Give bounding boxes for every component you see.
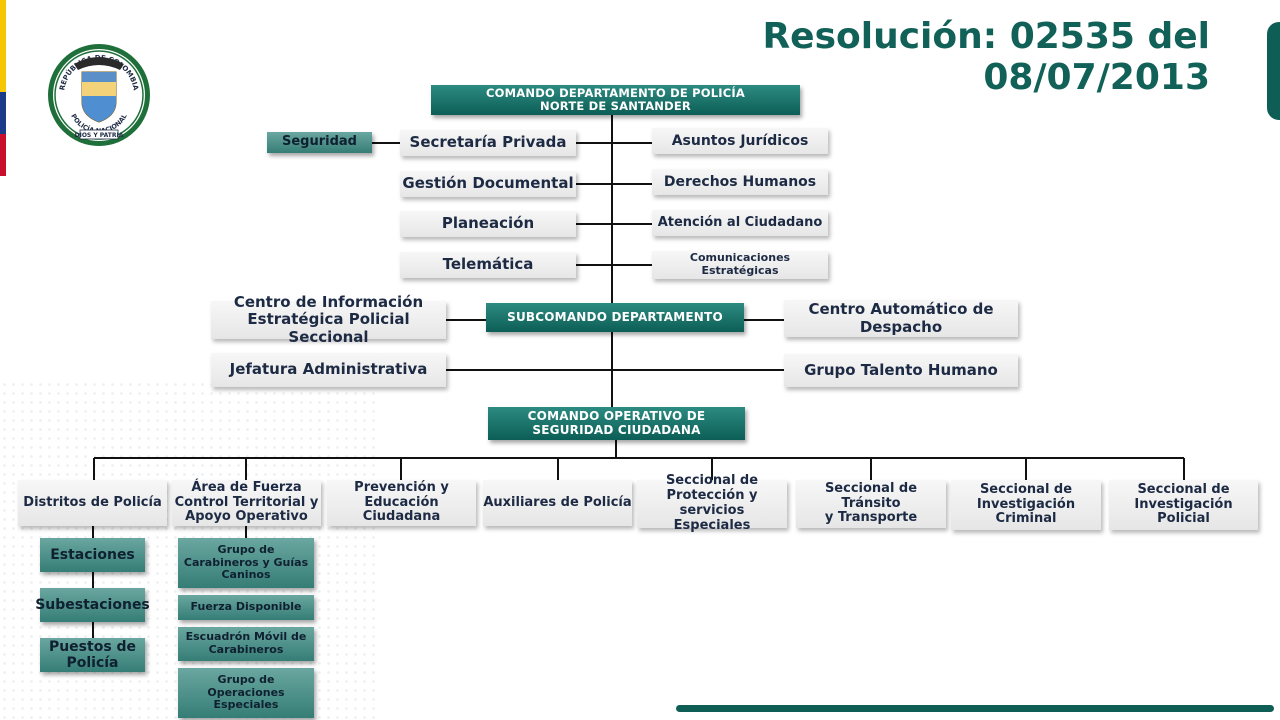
staff-right-label: Atención al Ciudadano [657, 214, 823, 230]
distritos-child-label: Subestaciones [35, 596, 150, 613]
staff-left-label: Secretaría Privada [409, 133, 567, 152]
staff-right-juridicos: Asuntos Jurídicos [652, 128, 828, 154]
staff-right-comunicaciones: Comunicaciones Estratégicas [652, 251, 828, 279]
staff-left-label: Planeación [441, 214, 535, 233]
unit-label: Área de Fuerza Control Territorial y Apo… [174, 479, 319, 525]
comando-operativo-box: COMANDO OPERATIVO DE SEGURIDAD CIUDADANA [488, 407, 745, 440]
area-child-label: Grupo de Carabineros y Guías Caninos [183, 543, 309, 582]
centro-informacion-box: Centro de Información Estratégica Polici… [211, 294, 446, 345]
staff-left-gestion: Gestión Documental [400, 171, 576, 197]
comando-operativo-label: COMANDO OPERATIVO DE SEGURIDAD CIUDADANA [527, 408, 706, 437]
area-child-label: Grupo de Operaciones Especiales [207, 673, 285, 712]
distritos-child-subestaciones: Subestaciones [35, 588, 150, 622]
seguridad-label: Seguridad [282, 134, 357, 150]
unit-prevencion: Prevención y Educación Ciudadana [327, 480, 476, 526]
staff-right-label: Asuntos Jurídicos [671, 132, 809, 149]
unit-label: Distritos de Policía [23, 494, 162, 510]
unit-distritos: Distritos de Policía [18, 480, 167, 526]
flag-blue-stripe [0, 92, 6, 134]
staff-right-label: Comunicaciones Estratégicas [689, 251, 791, 277]
logo-motto-text: DIOS Y PATRIA [75, 132, 124, 139]
unit-label: Prevención y Educación Ciudadana [354, 479, 449, 525]
unit-label: Seccional de Investigación Criminal [976, 481, 1076, 527]
talento-humano-label: Grupo Talento Humano [804, 360, 998, 379]
area-child-label: Escuadrón Móvil de Carabineros [185, 630, 307, 656]
staff-right-ddhh: Derechos Humanos [652, 169, 828, 195]
flag-red-stripe [0, 134, 6, 176]
page-title: Resolución: 02535 del 08/07/2013 [762, 16, 1210, 98]
flag-yellow-stripe [0, 0, 6, 92]
area-child-operaciones-especiales: Grupo de Operaciones Especiales [178, 668, 314, 718]
jefatura-label: Jefatura Administrativa [229, 360, 428, 379]
unit-auxiliares: Auxiliares de Policía [483, 480, 632, 526]
area-child-label: Fuerza Disponible [190, 600, 302, 614]
centro-automatico-label: Centro Automático de Despacho [808, 300, 994, 336]
comando-departamento-box: COMANDO DEPARTAMENTO DE POLICÍA NORTE DE… [431, 85, 800, 115]
subcomando-box: SUBCOMANDO DEPARTAMENTO [486, 303, 744, 332]
unit-label: Seccional de Investigación Policial [1134, 481, 1233, 527]
centro-automatico-box: Centro Automático de Despacho [784, 300, 1018, 337]
decorative-side-tab [1267, 22, 1280, 120]
area-child-fuerza-disponible: Fuerza Disponible [178, 595, 314, 620]
subcomando-label: SUBCOMANDO DEPARTAMENTO [507, 309, 723, 324]
comando-departamento-label: COMANDO DEPARTAMENTO DE POLICÍA NORTE DE… [486, 85, 745, 113]
distritos-child-estaciones: Estaciones [40, 538, 145, 572]
distritos-child-label: Estaciones [50, 546, 135, 563]
centro-informacion-label: Centro de Información Estratégica Polici… [233, 293, 424, 346]
staff-left-telematica: Telemática [400, 252, 576, 278]
unit-investigacion-criminal: Seccional de Investigación Criminal [951, 480, 1101, 530]
seguridad-box: Seguridad [267, 132, 372, 153]
decorative-bottom-bar [676, 705, 1274, 712]
police-seal-logo: REPÚBLICA DE COLOMBIA POLICÍA NACIONAL D… [46, 42, 152, 148]
staff-right-atencion: Atención al Ciudadano [652, 210, 828, 236]
unit-proteccion: Seccional de Protección y servicios Espe… [637, 473, 787, 533]
unit-label: Auxiliares de Policía [483, 494, 632, 510]
staff-right-label: Derechos Humanos [663, 173, 817, 190]
talento-humano-box: Grupo Talento Humano [784, 354, 1018, 387]
staff-left-planeacion: Planeación [400, 211, 576, 237]
area-child-carabineros-guias: Grupo de Carabineros y Guías Caninos [178, 538, 314, 588]
jefatura-box: Jefatura Administrativa [211, 353, 446, 387]
staff-left-label: Telemática [442, 255, 534, 274]
staff-left-secretaria: Secretaría Privada [400, 130, 576, 156]
area-child-escuadron-movil: Escuadrón Móvil de Carabineros [178, 627, 314, 661]
unit-investigacion-policial: Seccional de Investigación Policial [1109, 480, 1258, 530]
staff-left-label: Gestión Documental [402, 174, 574, 193]
distritos-child-label: Puestos de Policía [48, 638, 137, 671]
unit-label: Seccional de Tránsito y Transporte [824, 480, 918, 526]
unit-area-fuerza: Área de Fuerza Control Territorial y Apo… [172, 480, 321, 526]
distritos-child-puestos: Puestos de Policía [40, 638, 145, 672]
unit-transito: Seccional de Tránsito y Transporte [796, 480, 946, 528]
unit-label: Seccional de Protección y servicios Espe… [665, 473, 759, 533]
